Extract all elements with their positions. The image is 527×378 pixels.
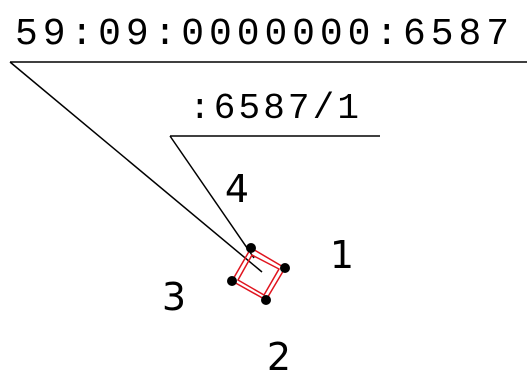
parcel-leader-line — [169, 135, 255, 259]
vertex-point-4 — [246, 243, 256, 253]
point-label-4: 4 — [225, 167, 249, 211]
parcel-number-label: :6587/1 — [189, 88, 359, 129]
vertex-point-2 — [261, 295, 271, 305]
parcel-outline-inner — [236, 253, 281, 297]
point-label-3: 3 — [162, 275, 186, 319]
point-label-1: 1 — [330, 233, 354, 277]
main-leader-line — [9, 61, 263, 273]
vertex-point-1 — [280, 263, 290, 273]
point-label-2: 2 — [267, 335, 291, 378]
vertex-point-3 — [227, 276, 237, 286]
cadastral-number-label: 59:09:0000000:6587 — [15, 13, 509, 56]
